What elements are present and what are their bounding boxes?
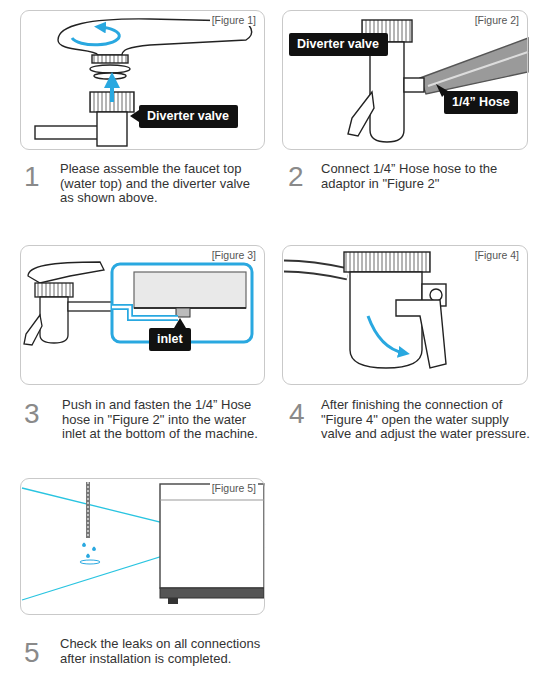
step-instruction: Check the leaks on all connections after… [60, 637, 275, 666]
step-number: 4 [289, 399, 305, 429]
callout-label: inlet [149, 328, 191, 351]
rotate-arrow [72, 27, 119, 45]
callout-label: 1/4” Hose [444, 91, 518, 114]
figure-label: [Figure 3] [210, 249, 258, 261]
figure-label: [Figure 1] [210, 14, 258, 26]
step-number: 1 [24, 162, 40, 192]
callout-pointer [174, 318, 186, 328]
up-arrow [110, 80, 114, 102]
callout-box: Diverter valve [139, 105, 238, 128]
figure-panel: [Figure 1] Diverter valve [20, 10, 265, 150]
figure-label: [Figure 2] [473, 14, 521, 26]
figure-panel: [Figure 4] [282, 245, 528, 385]
callout-box: 1/4” Hose [444, 91, 518, 114]
figure-panel: [Figure 5] [20, 478, 265, 615]
turn-arrow [368, 316, 404, 353]
faucet-valve [24, 262, 112, 345]
callout-pointer [130, 110, 139, 122]
callout-label: Diverter valve [289, 33, 387, 56]
faucet-assembly [35, 19, 252, 146]
valve-closeup [284, 252, 446, 368]
figure-label: [Figure 4] [473, 249, 521, 261]
figure-panel: [Figure 3] inlet [20, 245, 265, 385]
step-number: 5 [24, 638, 40, 668]
figure-label: [Figure 5] [210, 482, 258, 494]
step-number: 2 [288, 162, 304, 192]
figure-panel: [Figure 2] Diverter valve 1/4” Hose [282, 10, 528, 150]
callout-label: Diverter valve [139, 105, 237, 128]
step-number: 3 [24, 399, 40, 429]
step-instruction: Connect 1/4” Hose hose to the adaptor in… [321, 162, 526, 191]
callout-box: inlet [149, 328, 191, 351]
step-instruction: After finishing the connection of "Figur… [321, 398, 531, 442]
leak-check [22, 482, 265, 604]
callout-box: Diverter valve [289, 33, 388, 56]
step-instruction: Please assemble the faucet top (water to… [60, 162, 265, 206]
step-instruction: Push in and fasten the 1/4” Hose hose in… [62, 398, 267, 442]
